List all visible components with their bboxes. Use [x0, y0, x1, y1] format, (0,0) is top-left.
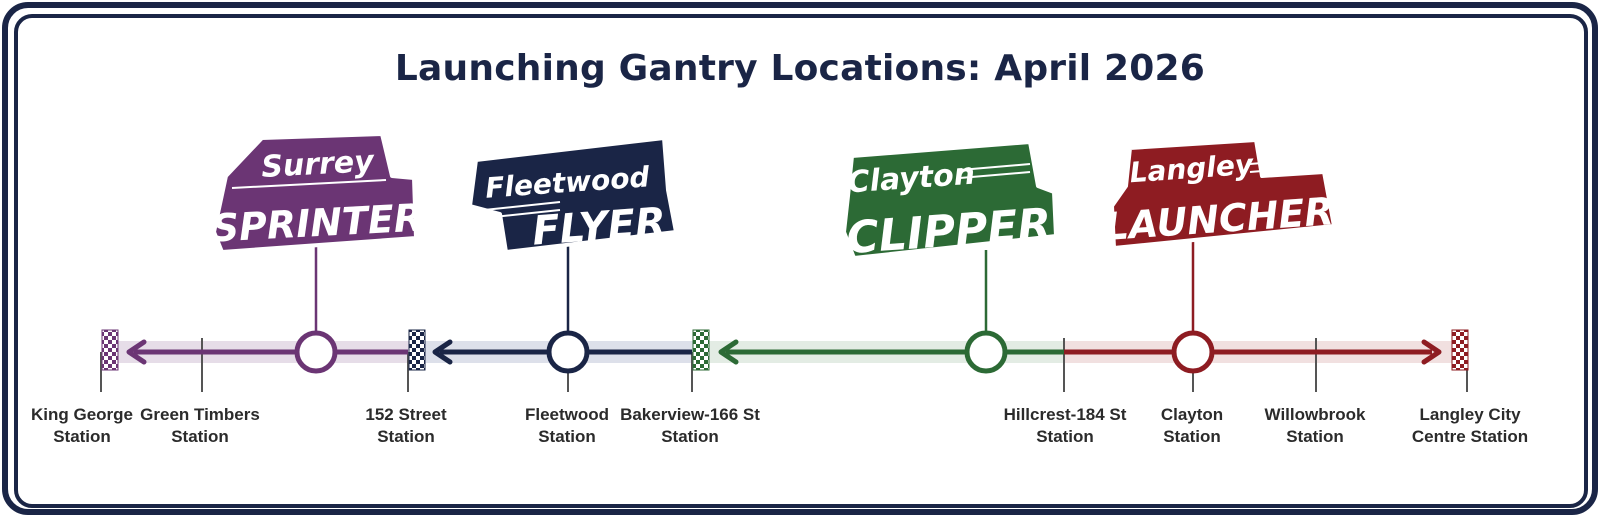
- gantry-marker-clayton: [964, 330, 1008, 374]
- checkered-flag-surrey: [101, 329, 119, 371]
- langley-launcher-logo: Langley LAUNCHER: [1103, 138, 1336, 250]
- station-label: Fleetwood: [525, 405, 609, 424]
- station-label: 152 Street: [365, 405, 447, 424]
- station-label: Station: [171, 427, 229, 446]
- checkered-flag-langley: [1451, 329, 1469, 371]
- station-label: Langley City: [1419, 405, 1521, 424]
- gantry-marker-langley: [1171, 330, 1215, 374]
- arrow-fleetwood: [432, 339, 453, 365]
- station-label: Station: [1036, 427, 1094, 446]
- station-label: Station: [1286, 427, 1344, 446]
- station-labels: King George Station Green Timbers Statio…: [31, 405, 1528, 446]
- fleetwood-logo-bottom-text: FLYER: [531, 199, 668, 254]
- surrey-logo-top-text: Surrey: [260, 144, 376, 185]
- station-label: Station: [1163, 427, 1221, 446]
- station-label: Centre Station: [1412, 427, 1528, 446]
- station-label: Station: [53, 427, 111, 446]
- station-label: Station: [661, 427, 719, 446]
- fleetwood-flyer-logo: Fleetwood FLYER: [468, 136, 678, 255]
- station-ticks: [100, 338, 1468, 392]
- gantry-marker-surrey: [294, 330, 338, 374]
- inner-frame: [14, 14, 1588, 508]
- arrow-surrey: [126, 339, 147, 365]
- station-label: Hillcrest-184 St: [1004, 405, 1127, 424]
- station-label: Willowbrook: [1265, 405, 1366, 424]
- station-label: Clayton: [1161, 405, 1223, 424]
- checkered-flag-fleetwood: [408, 329, 426, 371]
- station-label: Station: [377, 427, 435, 446]
- gantry-marker-fleetwood: [546, 330, 590, 374]
- station-label: Green Timbers: [140, 405, 260, 424]
- station-label: King George: [31, 405, 133, 424]
- station-label: Bakerview-166 St: [620, 405, 760, 424]
- diagram-title: Launching Gantry Locations: April 2026: [394, 48, 1206, 89]
- arrow-langley: [1421, 339, 1442, 365]
- station-label: Station: [538, 427, 596, 446]
- arrow-clayton: [718, 339, 739, 365]
- checkered-flag-clayton: [692, 329, 710, 371]
- surrey-sprinter-logo: Surrey SPRINTER: [211, 132, 424, 254]
- clayton-clipper-logo: Clayton CLIPPER: [842, 140, 1058, 264]
